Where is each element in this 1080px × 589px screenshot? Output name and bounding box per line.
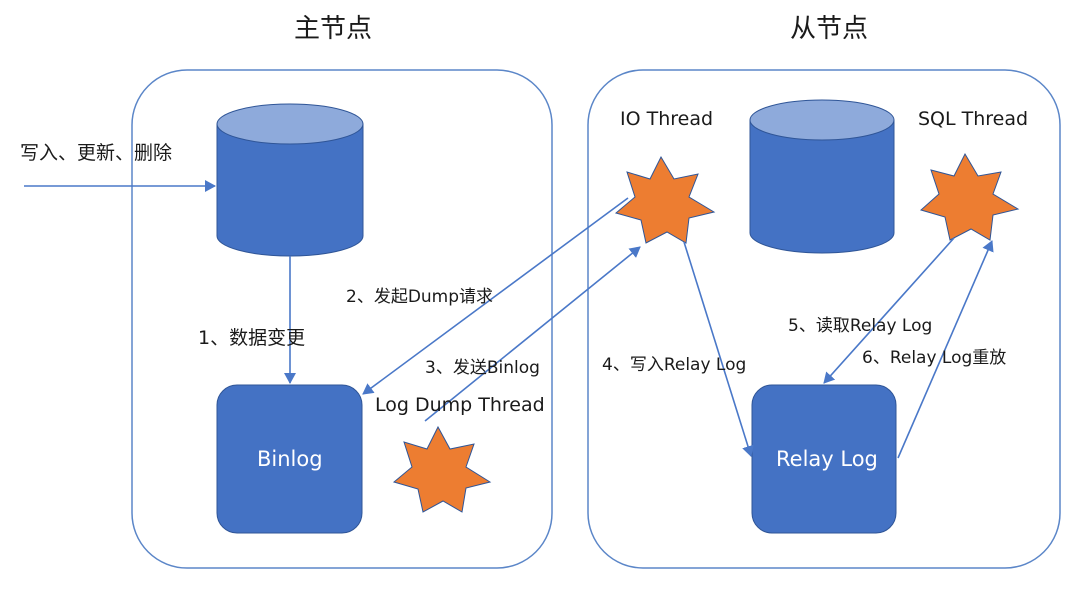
io-thread-label: IO Thread: [620, 108, 714, 130]
binlog-box: [216, 384, 363, 534]
write-relay-log-arrow: [683, 241, 754, 457]
master-node-title: 主节点: [294, 14, 373, 44]
io-thread-star-icon: [614, 155, 716, 244]
relay-log-box: [751, 384, 897, 534]
read-relay-log-arrow: [823, 237, 955, 384]
slave-node-container: [587, 69, 1061, 569]
slave-database-icon: [749, 99, 895, 254]
log-dump-thread-label: Log Dump Thread: [375, 394, 545, 416]
data-change-label: 1、数据变更: [198, 327, 306, 349]
send-binlog-arrow: [424, 246, 641, 422]
write-relay-log-label: 4、写入Relay Log: [602, 355, 747, 375]
slave-node-title: 从节点: [790, 14, 869, 44]
dump-request-label: 2、发起Dump请求: [346, 287, 494, 307]
master-database-icon: [216, 103, 364, 257]
write-update-delete-label: 写入、更新、删除: [20, 142, 173, 164]
dump-request-arrow: [362, 197, 629, 395]
binlog-box-label: Binlog: [257, 447, 323, 471]
replay-relay-log-label: 6、Relay Log重放: [862, 348, 1007, 368]
send-binlog-label: 3、发送Binlog: [425, 358, 540, 378]
sql-thread-star-icon: [919, 152, 1020, 241]
replay-relay-log-arrow: [897, 240, 994, 459]
sql-thread-label: SQL Thread: [918, 108, 1029, 130]
relay-log-box-label: Relay Log: [776, 447, 878, 471]
read-relay-log-label: 5、读取Relay Log: [788, 316, 933, 336]
log-dump-thread-star-icon: [392, 425, 492, 513]
